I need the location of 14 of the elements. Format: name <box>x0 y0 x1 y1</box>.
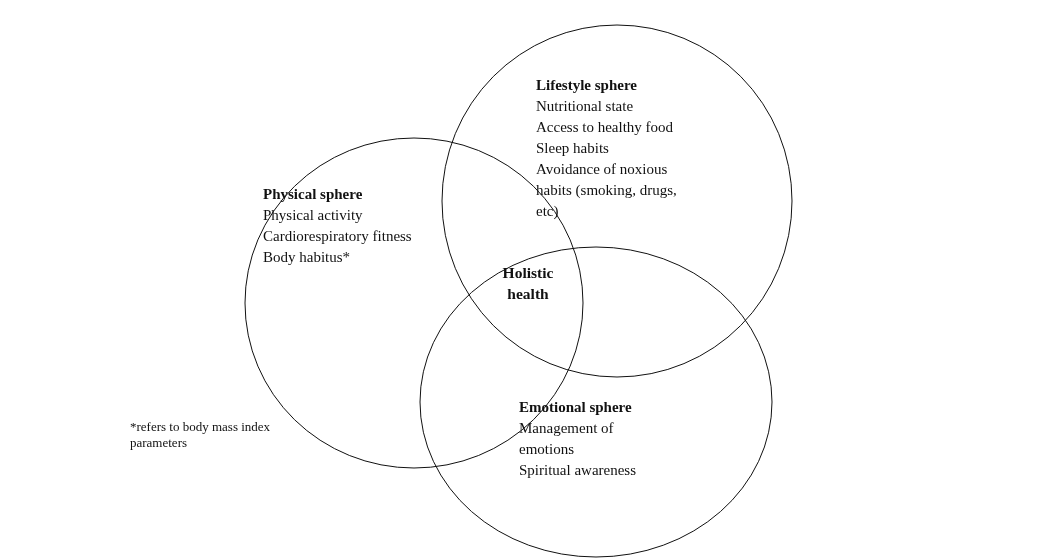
sphere-item: Sleep habits <box>536 139 610 158</box>
sphere-circle <box>442 25 792 377</box>
sphere-item: Management of emotions <box>519 419 615 459</box>
sphere-heading: Lifestyle sphere <box>536 76 638 95</box>
sphere-item: Body habitus* <box>263 248 352 267</box>
sphere-item: Spiritual awareness <box>519 461 638 480</box>
sphere-heading: Emotional sphere <box>519 398 633 417</box>
sphere-heading: Physical sphere <box>263 185 364 204</box>
sphere-item: Cardiorespiratory fitness <box>263 227 413 246</box>
center-label: Holistic health <box>501 263 555 304</box>
footnote: *refers to body mass index parameters <box>130 419 272 451</box>
sphere-circle <box>420 247 772 557</box>
sphere-item: Access to healthy food <box>536 118 675 137</box>
sphere-item: Nutritional state <box>536 97 635 116</box>
